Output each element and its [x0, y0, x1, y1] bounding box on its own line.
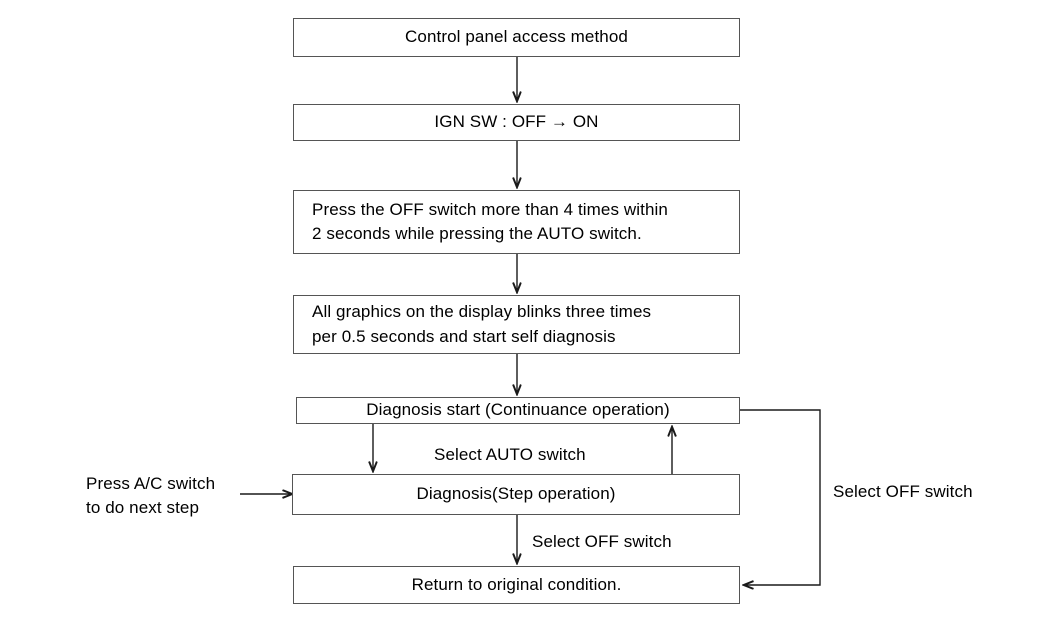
node-label: Diagnosis start (Continuance operation) — [366, 400, 670, 420]
node-diagnosis-step-operation[interactable]: Diagnosis(Step operation) — [292, 474, 740, 515]
connector-n5-n7-loop — [740, 409, 821, 585]
edge-label-select-off-switch-outer: Select OFF switch — [833, 482, 973, 501]
edge-label-select-off-switch-inner: Select OFF switch — [532, 532, 672, 551]
node-all-graphics-blink[interactable]: All graphics on the display blinks three… — [293, 295, 740, 354]
node-label: All graphics on the display blinks three… — [312, 302, 652, 346]
node-press-off-switch[interactable]: Press the OFF switch more than 4 times w… — [293, 190, 740, 254]
node-label: Diagnosis(Step operation) — [416, 484, 616, 504]
node-return-original-condition[interactable]: Return to original condition. — [293, 566, 740, 604]
note-press-ac-switch: Press A/C switch to do next step — [86, 474, 216, 518]
node-label: Return to original condition. — [411, 574, 622, 594]
node-label: Control panel access method — [405, 27, 628, 47]
node-label: Press the OFF switch more than 4 times w… — [312, 199, 668, 243]
node-diagnosis-start[interactable]: Diagnosis start (Continuance operation) — [296, 397, 740, 424]
node-label: IGN SW : OFF → ON — [434, 112, 599, 132]
node-control-panel-access-method[interactable]: Control panel access method — [293, 18, 740, 57]
node-ign-sw[interactable]: IGN SW : OFF → ON — [293, 104, 740, 141]
edge-label-select-auto-switch: Select AUTO switch — [434, 445, 586, 464]
